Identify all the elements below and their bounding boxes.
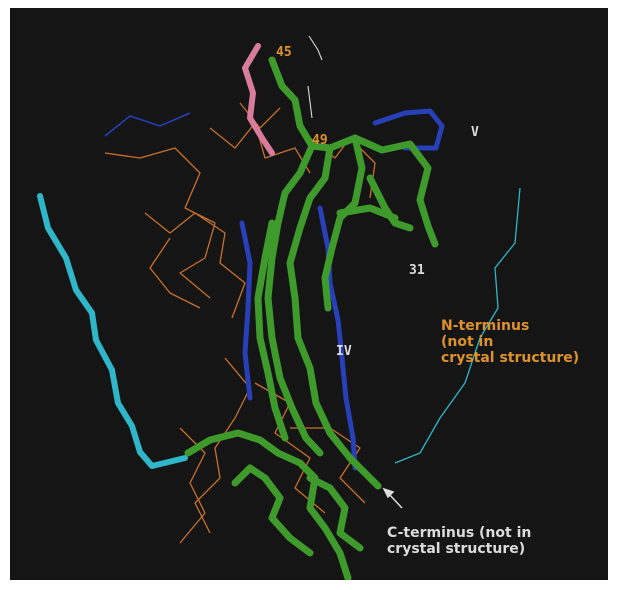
arrow-icon [384, 489, 402, 508]
pink-segment [245, 46, 272, 153]
strand-iv-label: IV [336, 344, 352, 360]
white-trace [308, 36, 322, 118]
n-terminus-line-1: N-terminus [441, 318, 579, 334]
residue-45-label: 45 [276, 45, 292, 61]
c-terminus-line-1: C-terminus (not in [387, 525, 531, 541]
n-terminus-line-2: (not in [441, 334, 579, 350]
c-terminus-line-2: crystal structure) [387, 541, 531, 557]
cyan-strand [40, 196, 185, 466]
strand-v-label: V [471, 125, 479, 141]
c-terminus-label: C-terminus (not in crystal structure) [387, 525, 531, 557]
protein-structure-render [10, 8, 608, 580]
residue-49-label: 49 [312, 133, 328, 149]
figure-panel: 45 49 V 31 IV N-terminus (not in crystal… [10, 8, 608, 580]
residue-31-label: 31 [409, 263, 425, 279]
n-terminus-line-3: crystal structure) [441, 350, 579, 366]
blue-thin-trace [105, 113, 190, 136]
n-terminus-label: N-terminus (not in crystal structure) [441, 318, 579, 366]
